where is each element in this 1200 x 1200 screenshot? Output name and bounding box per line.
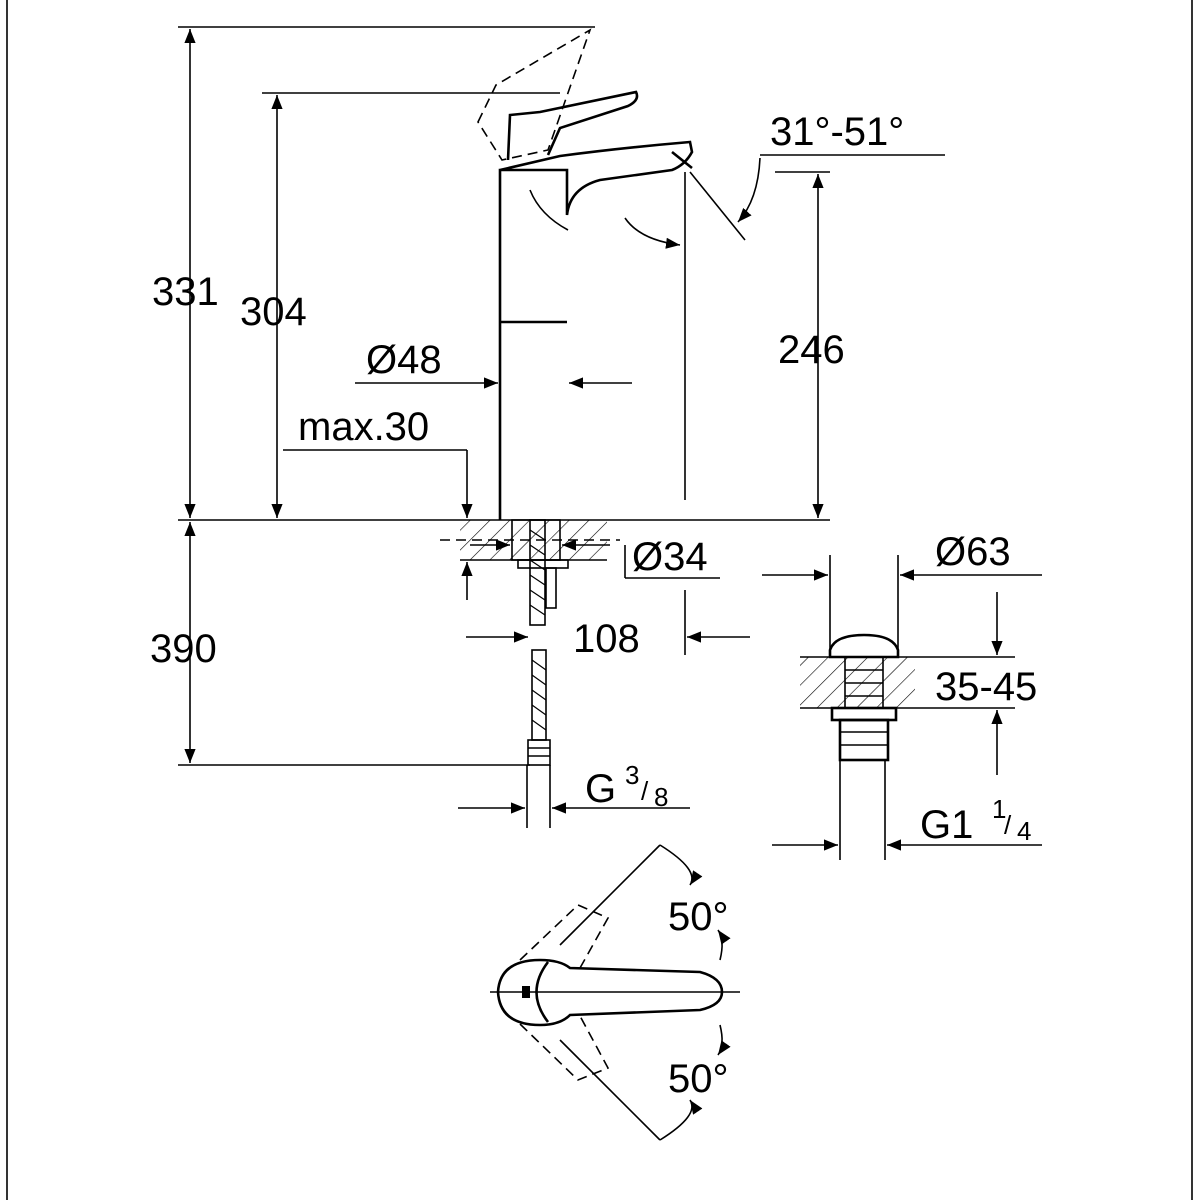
dim-spout-angle: 31°-51°: [624, 110, 945, 500]
label-g1-thread: G1: [920, 803, 973, 847]
label-g-thread: G: [585, 767, 616, 811]
supply-hose: [526, 649, 551, 828]
dim-lever-height: 304: [240, 92, 560, 518]
dim-waste-thread: G1 1 / 4: [772, 794, 1042, 851]
label-d63: Ø63: [935, 530, 1011, 574]
dim-total-height: 331: [152, 26, 595, 518]
label-35-45: 35-45: [935, 665, 1037, 709]
label-246: 246: [778, 328, 845, 372]
faucet-side-view: [477, 28, 694, 520]
label-g-den: 8: [654, 782, 668, 812]
label-d34: Ø34: [632, 535, 708, 579]
label-g1-num: 1: [992, 794, 1006, 824]
label-g-num: 3: [625, 760, 639, 790]
label-304: 304: [240, 290, 307, 334]
dim-max-deck: max.30: [283, 405, 473, 600]
dim-projection: 108: [466, 590, 750, 661]
dim-body-diameter: Ø48: [355, 338, 632, 389]
dim-waste-range: 35-45: [935, 592, 1037, 775]
dim-waste-diameter: Ø63: [762, 530, 1042, 581]
label-g1-den: 4: [1017, 816, 1031, 846]
deck-section: [440, 519, 620, 626]
label-331: 331: [152, 270, 219, 314]
label-max30: max.30: [298, 405, 429, 449]
label-rotation-bottom: 50°: [668, 1057, 729, 1101]
dim-hole-diameter: Ø34: [470, 535, 720, 579]
faucet-top-view: 50° 50°: [490, 844, 740, 1141]
dim-spout-height: 246: [775, 171, 845, 518]
label-slash-2: /: [1004, 810, 1012, 840]
label-d48: Ø48: [366, 338, 442, 382]
label-108: 108: [573, 617, 640, 661]
dim-hose-thread: G 3 / 8: [458, 760, 690, 814]
waste-valve: [800, 555, 1015, 860]
label-rotation-top: 50°: [668, 895, 729, 939]
dim-hose-length: 390: [150, 522, 530, 766]
label-390: 390: [150, 627, 217, 671]
label-slash: /: [641, 776, 649, 806]
label-spout-angle: 31°-51°: [770, 110, 904, 154]
